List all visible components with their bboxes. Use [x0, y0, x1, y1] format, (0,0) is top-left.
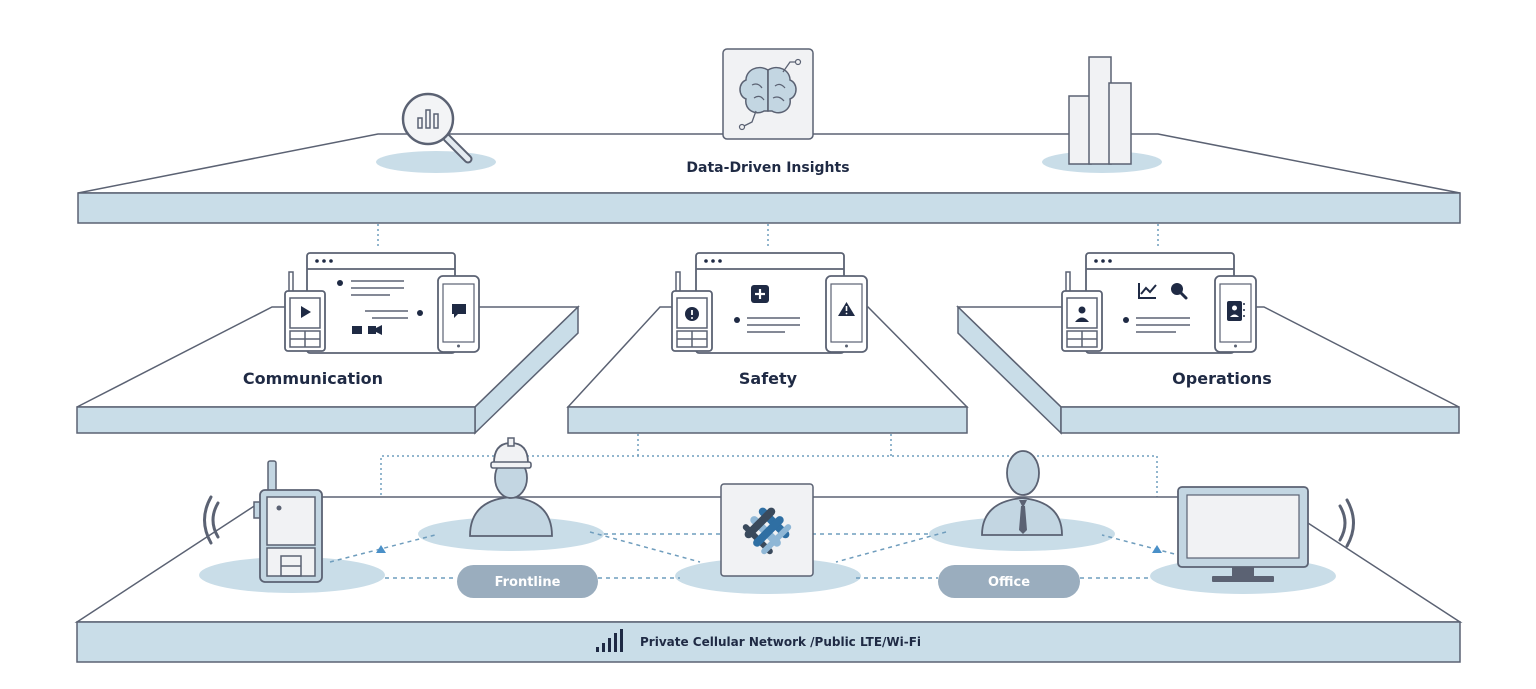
- network-label: Private Cellular Network /Public LTE/Wi-…: [640, 635, 921, 649]
- radio-device-icon: [1061, 271, 1103, 352]
- signal-bars-icon: [596, 629, 623, 652]
- office-pill-label: Office: [988, 575, 1030, 590]
- operations-label: Operations: [1172, 369, 1272, 388]
- radio-device-icon: [671, 271, 713, 352]
- safety-label: Safety: [739, 369, 798, 388]
- insights-layer: Data-Driven Insights: [77, 48, 1461, 224]
- safety-pillar: Safety: [566, 252, 969, 434]
- office-pill: Office: [938, 565, 1080, 598]
- hub-logo-icon: [720, 483, 814, 577]
- communication-pillar: Communication: [76, 252, 580, 435]
- browser-window-icon: [306, 252, 456, 354]
- communication-label: Communication: [243, 369, 383, 388]
- operations-pillar: Operations: [956, 252, 1460, 435]
- frontline-pill: Frontline: [457, 565, 598, 598]
- frontline-worker-icon: [469, 437, 553, 537]
- radio-device-icon: [253, 460, 323, 583]
- smartphone-icon: [437, 275, 480, 353]
- insights-connectors: [377, 224, 1159, 248]
- pillar-connectors: [380, 434, 1158, 545]
- desktop-monitor-icon: [1177, 486, 1309, 582]
- insights-layer-label: Data-Driven Insights: [686, 160, 849, 176]
- smartphone-icon: [825, 275, 868, 353]
- frontline-pill-label: Frontline: [495, 575, 561, 590]
- browser-window-icon: [695, 252, 845, 354]
- browser-window-icon: [1085, 252, 1235, 354]
- link-markers: [376, 545, 1162, 553]
- radio-device-icon: [284, 271, 326, 352]
- bar-chart-icon: [1042, 56, 1162, 173]
- ai-brain-icon: [722, 48, 814, 140]
- office-worker-icon: [981, 450, 1063, 536]
- magnifier-chart-icon: [376, 92, 496, 173]
- wireless-waves-icon: [203, 495, 220, 545]
- smartphone-icon: [1214, 275, 1257, 353]
- network-layer: Private Cellular Network /Public LTE/Wi-…: [74, 496, 1463, 663]
- wireless-waves-icon: [1338, 498, 1355, 548]
